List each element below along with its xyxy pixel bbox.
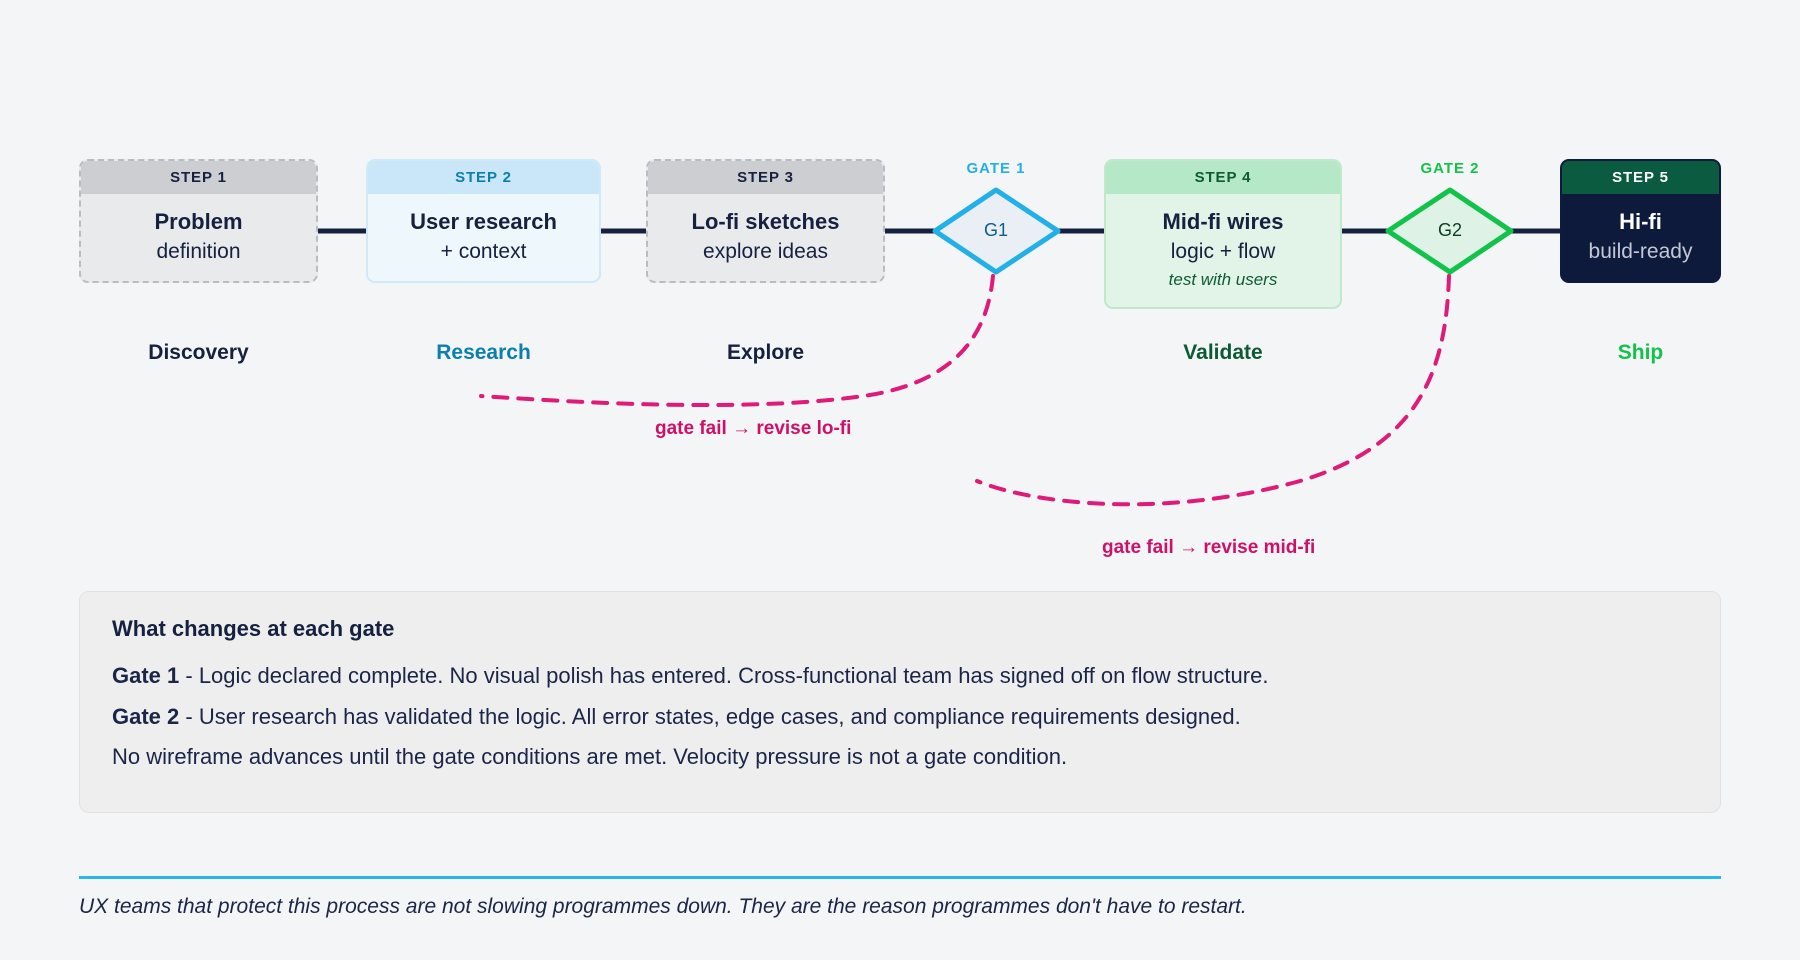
gate-info-panel: What changes at each gate Gate 1 - Logic… — [79, 591, 1721, 813]
process-flow: STEP 1 Problem definition Discovery STEP… — [79, 159, 1721, 558]
step-card-2-header: STEP 2 — [368, 161, 599, 194]
phase-label-discovery: Discovery — [148, 341, 249, 364]
gate-info-row-2-label: Gate 2 — [112, 703, 180, 729]
gate-2-diamond — [1385, 187, 1514, 275]
step-card-3-header: STEP 3 — [648, 161, 883, 194]
step-card-3-subtitle: explore ideas — [703, 239, 828, 263]
gate-info-row-1-label: Gate 1 — [112, 663, 180, 688]
step-card-3-title: Lo-fi sketches — [691, 209, 840, 234]
gate-info-row-1-text: - Logic declared complete. No visual pol… — [179, 663, 1269, 688]
step-card-4-title: Mid-fi wires — [1162, 209, 1284, 234]
gate-info-heading: What changes at each gate — [112, 616, 395, 641]
step-card-5-body: Hi-fi build-ready — [1562, 194, 1719, 281]
phase-label-validate: Validate — [1183, 341, 1263, 364]
step-card-2-title: User research — [410, 209, 557, 234]
step-card-5[interactable]: STEP 5 Hi-fi build-ready — [1560, 159, 1721, 283]
feedback-loop-2-label: gate fail → revise mid-fi — [1102, 537, 1316, 558]
gate-info-row-1: Gate 1 - Logic declared complete. No vis… — [112, 662, 1688, 690]
gate-2-label: GATE 2 — [1420, 160, 1480, 177]
footer-note: UX teams that protect this process are n… — [79, 895, 1247, 918]
step-card-4-header: STEP 4 — [1106, 161, 1340, 194]
footer-divider — [79, 876, 1721, 879]
step-card-1[interactable]: STEP 1 Problem definition — [79, 159, 318, 283]
phase-label-ship: Ship — [1617, 341, 1664, 364]
step-card-4-body: Mid-fi wires logic + flow test with user… — [1106, 194, 1340, 307]
step-card-4-subtitle: logic + flow — [1170, 239, 1276, 263]
gate-2-node-label[interactable]: G2 — [1437, 220, 1462, 240]
feedback-loop-2-path — [975, 274, 1451, 507]
step-card-5-title: Hi-fi — [1619, 209, 1662, 234]
connector-layer — [318, 187, 1560, 507]
gate-info-row-2: Gate 2 - User research has validated the… — [112, 703, 1688, 731]
phase-label-research: Research — [436, 341, 531, 364]
feedback-loop-1-label: gate fail → revise lo-fi — [655, 418, 852, 439]
step-card-2-subtitle: + context — [440, 239, 527, 263]
gate-1-diamond — [932, 187, 1061, 275]
step-card-1-title: Problem — [154, 209, 243, 234]
gate-1-node-label[interactable]: G1 — [983, 220, 1008, 240]
step-card-4-note: test with users — [1168, 269, 1278, 289]
step-card-3[interactable]: STEP 3 Lo-fi sketches explore ideas — [646, 159, 885, 283]
step-card-3-body: Lo-fi sketches explore ideas — [648, 194, 883, 281]
step-card-1-body: Problem definition — [81, 194, 316, 281]
step-card-5-subtitle: build-ready — [1588, 239, 1693, 263]
step-card-2[interactable]: STEP 2 User research + context — [366, 159, 601, 283]
step-card-2-body: User research + context — [368, 194, 599, 281]
gate-info-closing: No wireframe advances until the gate con… — [112, 744, 1068, 769]
phase-label-explore: Explore — [726, 341, 805, 364]
step-card-4[interactable]: STEP 4 Mid-fi wires logic + flow test wi… — [1104, 159, 1342, 309]
step-card-1-header: STEP 1 — [81, 161, 316, 194]
gate-1-label: GATE 1 — [966, 160, 1026, 177]
feedback-loop-1-path — [479, 274, 995, 408]
step-card-1-subtitle: definition — [156, 239, 241, 263]
gate-info-row-2-text: - User research has validated the logic.… — [179, 703, 1241, 729]
step-card-5-header: STEP 5 — [1562, 161, 1719, 194]
